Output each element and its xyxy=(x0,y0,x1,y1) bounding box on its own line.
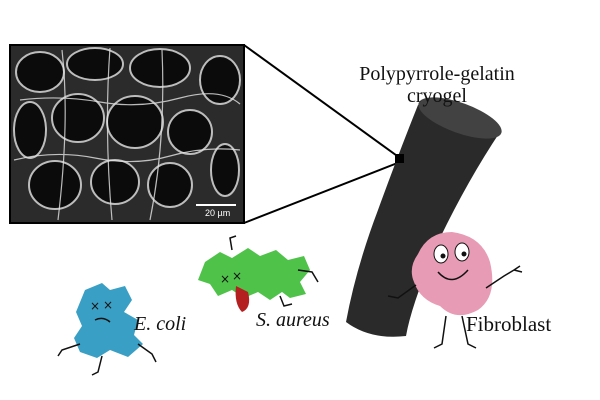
ecoli-character: × × xyxy=(57,283,157,376)
svg-text:×: × xyxy=(232,269,242,283)
saureus-label: S. aureus xyxy=(256,309,330,331)
svg-text:×: × xyxy=(103,298,113,312)
sem-micrograph xyxy=(9,44,245,224)
saureus-character: × × xyxy=(198,235,319,312)
svg-text:×: × xyxy=(90,299,100,313)
cryogel-cylinder xyxy=(346,97,502,337)
fibroblast-label: Fibroblast xyxy=(466,312,552,336)
zoom-line-top xyxy=(243,44,401,159)
svg-text:×: × xyxy=(220,272,230,286)
material-label: Polypyrrole-gelatin cryogel xyxy=(332,63,542,107)
fibroblast-character xyxy=(387,232,523,349)
scale-bar-label: 20 µm xyxy=(205,208,231,218)
zoom-line-bottom xyxy=(243,161,401,224)
ecoli-label: E. coli xyxy=(134,313,187,335)
material-label-line2: cryogel xyxy=(407,85,467,107)
material-label-line1: Polypyrrole-gelatin xyxy=(359,63,515,85)
